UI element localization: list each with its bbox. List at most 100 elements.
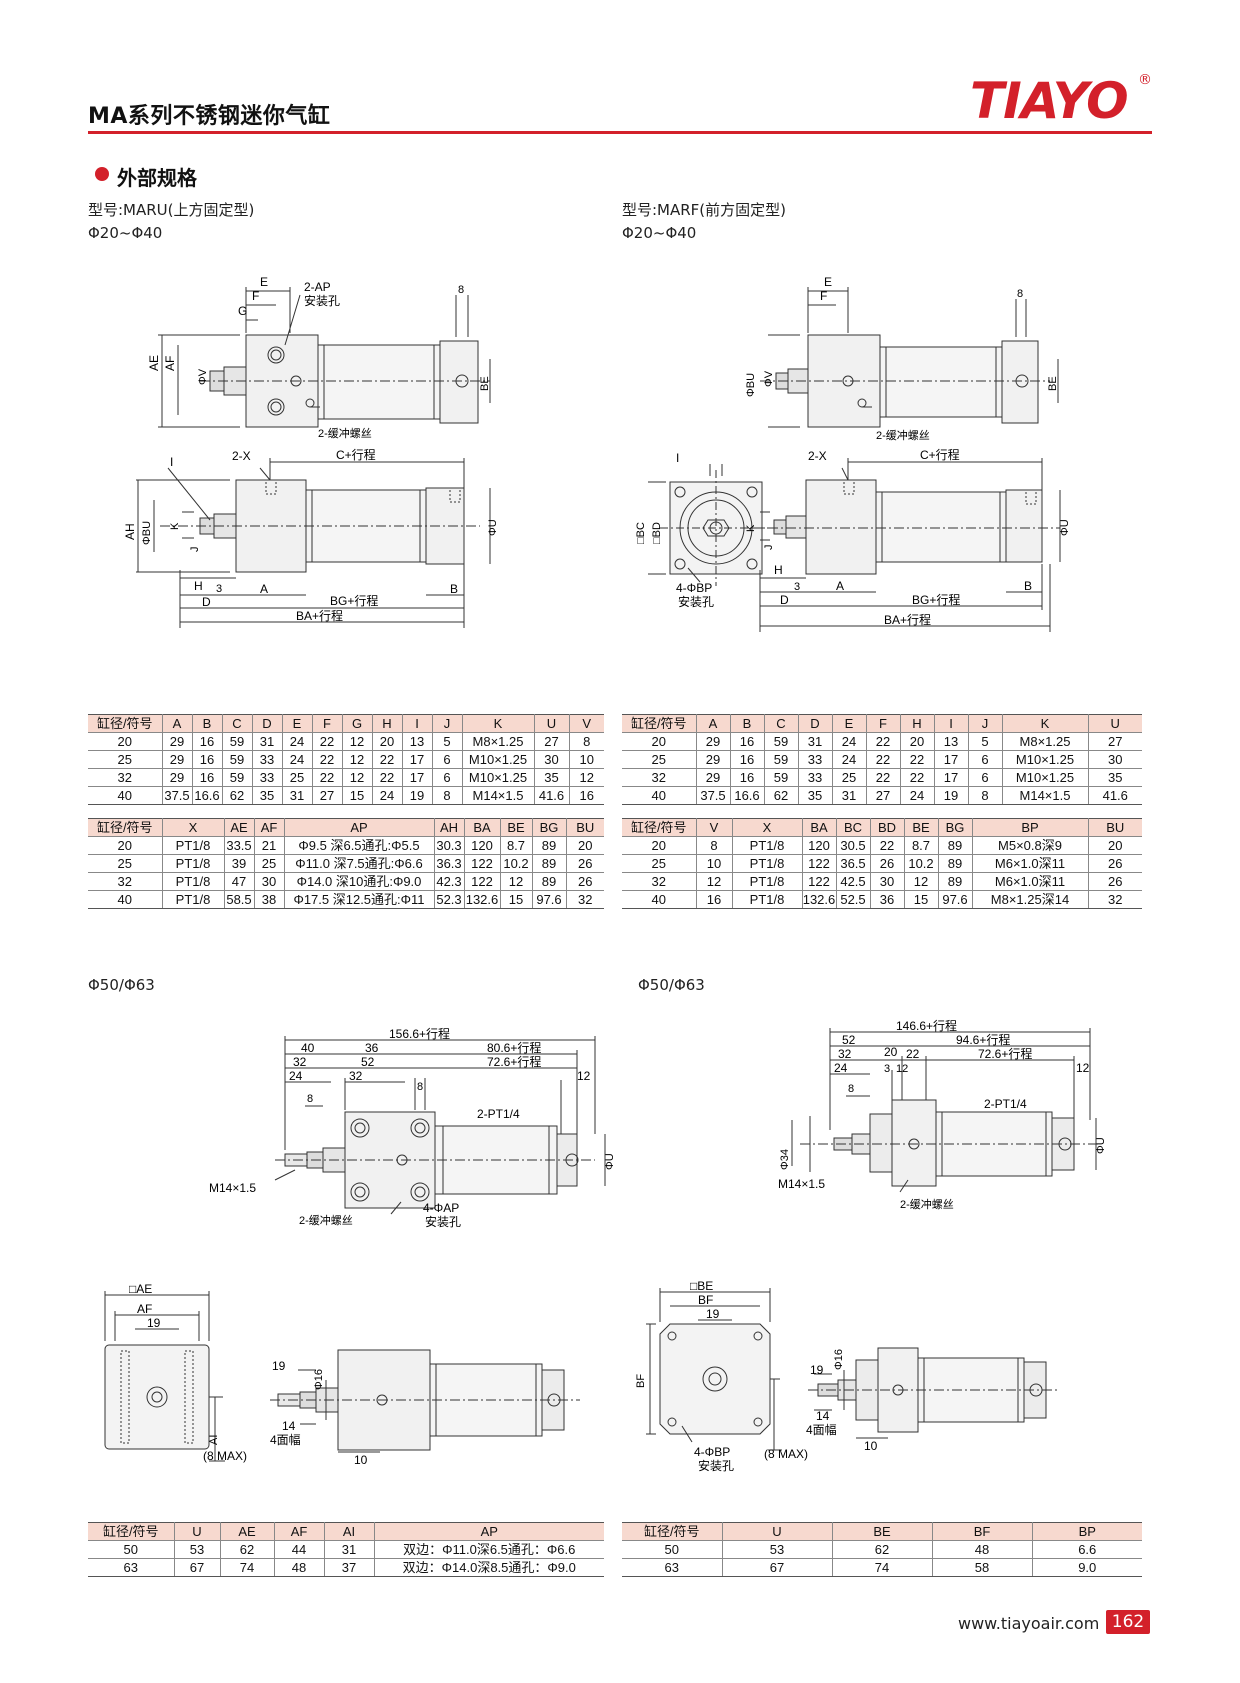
table-cell: 32 [565,890,604,909]
table-cell: 10 [695,854,733,873]
dim-h: H [774,563,783,577]
table-cell: 16 [568,786,604,805]
table-cell: 63 [622,1558,723,1577]
table-cell: 89 [531,854,567,873]
dim-32b: 32 [349,1069,363,1083]
table-cell: 59 [221,732,253,751]
table-cell: 13 [933,732,969,751]
dim-j: J [763,545,775,551]
dim-bd: □BD [651,522,663,544]
table-cell: 48 [931,1540,1033,1559]
dim-20: 20 [884,1045,898,1059]
table-cell: 22 [865,750,901,769]
dim-bu: ΦBU [745,373,757,397]
dim-ah: AH [123,523,137,540]
table-cell: 53 [173,1540,221,1559]
dim-2x: 2-X [808,449,827,463]
screw-label: 2-缓冲螺丝 [876,428,930,442]
table-cell: 30.5 [835,836,871,855]
table-cell: 33 [251,768,283,787]
dim-19: 19 [706,1307,720,1321]
table-cell: 37.5 [695,786,731,805]
dim-3: 3 [216,583,222,595]
table-cell: 24 [899,786,935,805]
r50-top-drawing: 146.6+行程 52 94.6+行程 32 20 22 72.6+行程 24 … [778,1018,1107,1211]
dim-bf-2: BF [635,1374,647,1388]
table-cell: 29 [161,768,193,787]
dim-8: 8 [458,284,464,296]
table-cell: 22 [869,836,905,855]
column-header: 缸径/符号 [622,714,697,733]
column-header: H [371,714,403,733]
column-header: D [797,714,833,733]
table-cell: 33.5 [223,836,255,855]
table-cell: 44 [273,1540,325,1559]
table-cell: 62 [831,1540,933,1559]
table-cell: 8.7 [903,836,939,855]
table-cell: Φ11.0 深7.5通孔:Φ6.6 [283,854,435,873]
table-cell: 22 [899,750,935,769]
table-cell: 5 [431,732,463,751]
table-cell: 27 [533,732,570,751]
table-cell: 6 [967,768,1003,787]
column-header: U [721,1522,833,1541]
table-cell: 35 [1087,768,1142,787]
column-header: J [967,714,1003,733]
dim-b: B [1024,579,1032,593]
column-header: BP [1031,1522,1142,1541]
table-cell: 20 [88,732,163,751]
dim-bc: □BC [635,522,647,544]
table-cell: 9.0 [1031,1558,1142,1577]
table-cell: 63 [88,1558,175,1577]
table-cell: 25 [253,854,285,873]
column-header: BF [931,1522,1033,1541]
column-header: D [251,714,283,733]
table-cell: 22 [371,750,403,769]
page-title: MA系列不锈钢迷你气缸 [88,104,331,129]
table-cell: 59 [221,750,253,769]
table-cell: 5 [967,732,1003,751]
column-header: F [865,714,901,733]
dim-u: ΦU [1059,519,1071,536]
table-cell: PT1/8 [731,836,803,855]
table-cell: 27 [865,786,901,805]
column-header: 缸径/符号 [88,714,163,733]
table-cell: 16 [191,768,223,787]
dim-2ap: 2-AP [304,280,331,294]
column-header: E [281,714,313,733]
left-model-range: Φ20~Φ40 [88,224,163,242]
table-cell: 24 [831,750,867,769]
column-header: C [763,714,799,733]
r50-end-drawing: □BE BF 19 BF 4-ΦBP 安装孔 (8 MAX) [635,1279,808,1473]
table-cell: 17 [933,768,969,787]
r50-side-drawing: 19 Φ16 14 4面幅 10 [806,1347,1058,1453]
table-cell: M8×1.25深14 [971,890,1089,909]
table-cell: 12 [341,750,373,769]
dim-19: 19 [147,1316,161,1330]
table-cell: 15 [341,786,373,805]
column-header: AP [373,1522,604,1541]
flats-label: 4面幅 [270,1432,301,1447]
table-cell: Φ17.5 深12.5通孔:Φ11 [283,890,435,909]
l50-side-drawing: 19 Φ16 14 4面幅 10 [270,1349,580,1467]
dim-af: AF [137,1302,152,1316]
table-cell: 20 [899,732,935,751]
table-cell: 33 [251,750,283,769]
table-cell: 8.7 [499,836,533,855]
dim-10: 10 [864,1439,878,1453]
column-header: I [933,714,969,733]
pt-label: 2-PT1/4 [477,1107,520,1121]
table-cell: 32 [622,872,697,891]
dim-max: (8 MAX) [764,1447,808,1461]
table-cell: 15 [499,890,533,909]
